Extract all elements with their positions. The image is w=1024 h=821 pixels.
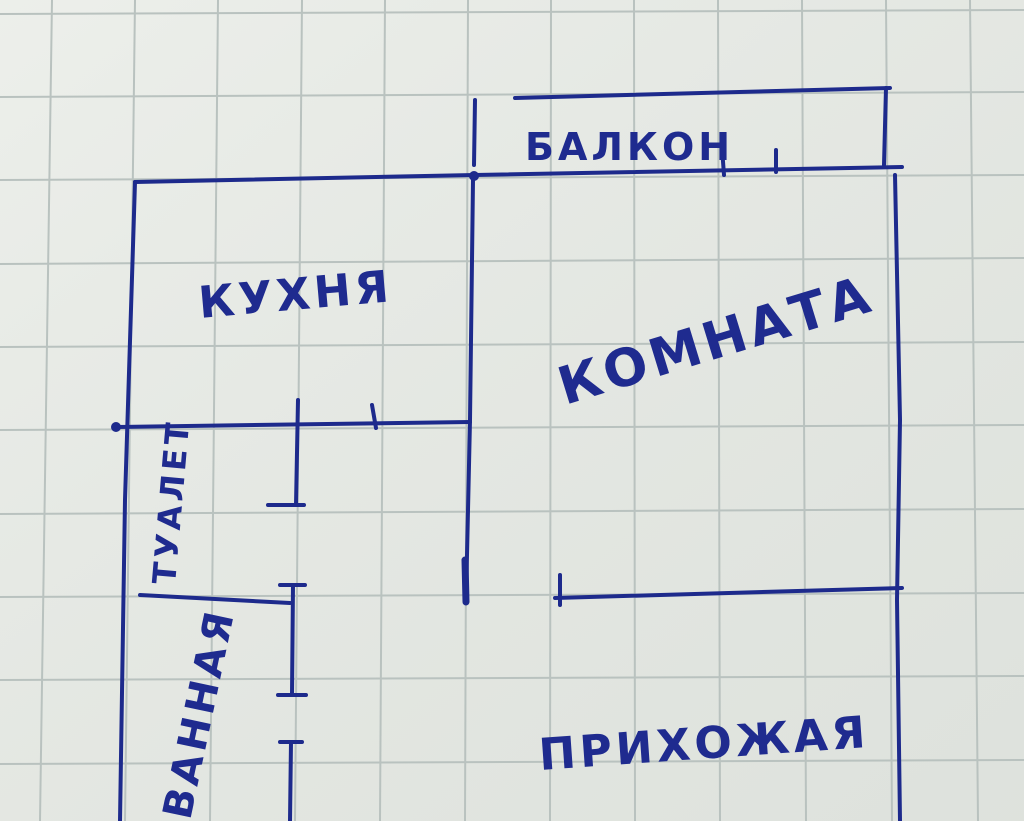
kitchen-top-wall: [133, 173, 477, 184]
kitchen-door-mark: [370, 403, 378, 430]
balcony-left-wall: [472, 98, 477, 167]
toilet-bottom-wall: [138, 593, 292, 605]
outer-left-wall: [118, 180, 137, 821]
wall-joint: [469, 171, 479, 181]
toilet-right-wall: [294, 398, 300, 507]
room-right-wall: [893, 173, 903, 821]
kitchen-bottom-wall: [113, 420, 472, 429]
balcony-door: [720, 146, 778, 177]
walls: [111, 86, 904, 821]
bathroom-right-wall: [276, 583, 308, 697]
partition-end: [461, 556, 470, 606]
room-bottom-wall: [553, 586, 904, 600]
wall-joint: [111, 422, 121, 432]
label-balcony: БАЛКОН: [525, 125, 734, 169]
bathroom-lower-wall: [278, 740, 304, 821]
kitchen-room-partition: [464, 178, 475, 602]
balcony-right-wall: [882, 86, 888, 167]
balcony-inner-wall: [473, 165, 904, 177]
balcony-outer-wall: [513, 86, 892, 100]
